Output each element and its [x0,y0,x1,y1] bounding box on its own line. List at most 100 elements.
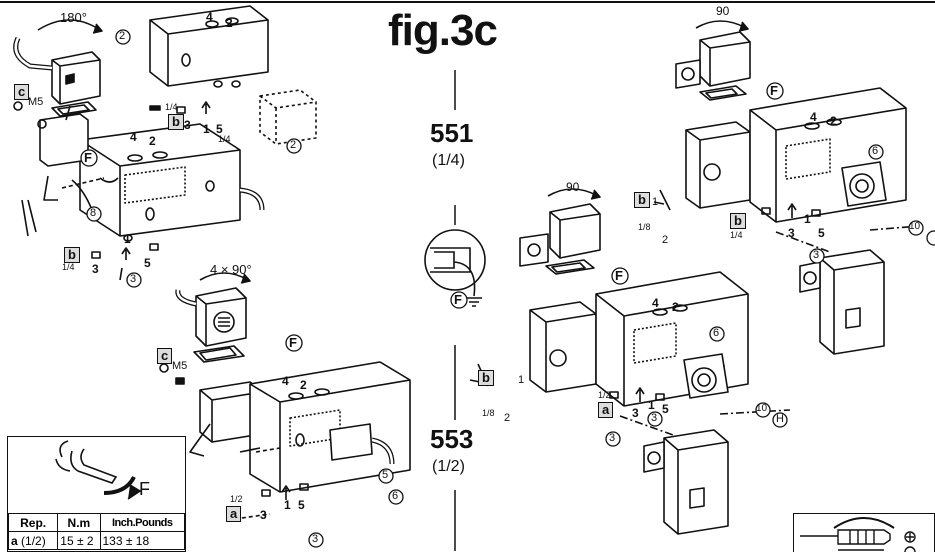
model-size: (1/2) [432,458,465,475]
callout-label: 3 [813,249,820,261]
wrench-icon [55,440,142,500]
port-number: 4 [130,130,137,144]
callout-label: 6 [713,327,720,339]
part-letter-b: b [730,213,746,229]
port-number: 4 [282,374,289,388]
model-number: 553 [430,424,474,454]
size-label: 1/4 [730,230,743,240]
solenoid-coil-icon [175,287,247,347]
callout-label: 6 [392,490,399,502]
rotation-label: 4 × 90° [210,262,252,277]
part-letter-a: a [226,506,242,522]
port-number: 3 [260,508,267,522]
port-number: 3 [184,118,191,132]
callout-label: 8 [90,207,97,219]
cell-nm: 15 ± 2 [57,531,101,550]
part-letter-c: c [14,84,30,100]
connector-plug-icon [519,233,549,267]
part-letter-b: b [168,114,184,130]
tools-box [793,513,935,552]
valve-body-icon [39,113,265,242]
callout-label: 2 [290,139,297,151]
size-label: 1/2 [230,494,243,504]
callout-label: F [84,150,92,165]
port-number: 1 [648,398,655,412]
solenoid-coil-icon [799,249,885,355]
part-letter-b: b [478,370,494,386]
port-number: 4 [206,10,213,24]
size-label: 1/4 [165,102,178,112]
port-number: 2 [504,412,511,424]
callout-label: 3 [312,533,319,545]
port-number: 5 [144,256,151,270]
callout-label: F [770,83,778,98]
port-number: 2 [226,16,233,30]
header-rep: Rep. [7,513,59,532]
model-size: (1/4) [432,152,465,169]
callout-label: 3 [651,412,658,424]
port-number: 1 [804,212,811,226]
solenoid-coil-icon [549,203,601,259]
screwdriver-flat-icon [838,546,916,552]
solenoid-coil-icon [13,36,101,105]
header-nm: N.m [57,513,101,532]
port-number: 1 [203,122,210,136]
port-number: 5 [298,498,305,512]
callout-label: F [289,335,297,350]
thread-label: M5 [172,360,188,372]
thread-label: M5 [28,96,44,108]
port-number: 2 [830,114,837,128]
valve-body-icon [149,5,269,88]
rotation-label: 90 [566,180,580,194]
model-number: 551 [430,118,474,148]
part-letter-b: b [634,192,650,208]
size-label: 1/4 [218,134,231,144]
callout-label: H [776,413,784,425]
callout-label: 3 [609,432,616,444]
solenoid-coil-icon [699,31,751,87]
port-number: 1 [518,374,525,386]
rotation-arrow-icon [37,19,101,31]
port-number: 3 [788,226,795,240]
table-row: a (1/2) 15 ± 2 133 ± 18 [7,531,185,550]
callout-label: F [454,292,462,307]
rotation-label: 90 [716,4,730,18]
solenoid-coil-icon [643,429,729,535]
size-label: 1/2 [598,390,611,400]
port-number: 1 [652,196,659,208]
port-number: 5 [818,226,825,240]
callout-label: 6 [872,145,879,157]
connector-plug-icon [675,59,701,89]
port-number: 5 [662,402,669,416]
part-letter-b: b [64,247,80,263]
callout-label: 2 [119,30,126,42]
port-number: 2 [149,134,156,148]
callout-label: 10 [909,221,921,232]
size-label: 1/8 [638,222,651,232]
port-number: 3 [92,262,99,276]
cell-rep: a (1/2) [7,531,59,550]
size-label: 1/4 [62,262,75,272]
screwdriver-phillips-icon [800,529,916,545]
table-header-row: Rep. N.m Inch.Pounds [7,513,185,532]
port-number: 4 [652,296,659,310]
port-number: 5 [216,122,223,136]
port-number: 3 [632,406,639,420]
cell-inlb: 133 ± 18 [99,531,185,550]
callout-label: 10 [756,403,768,414]
callout-label: 5 [382,469,389,481]
callout-label: F [615,268,623,283]
header-inlb: Inch.Pounds [99,513,185,532]
valve-body-icon [199,361,411,493]
port-number: 2 [672,300,679,314]
torque-values: Rep. N.m Inch.Pounds a (1/2) 15 ± 2 133 … [7,513,185,550]
part-letter-c: c [157,348,173,364]
port-number: 1 [124,232,131,246]
